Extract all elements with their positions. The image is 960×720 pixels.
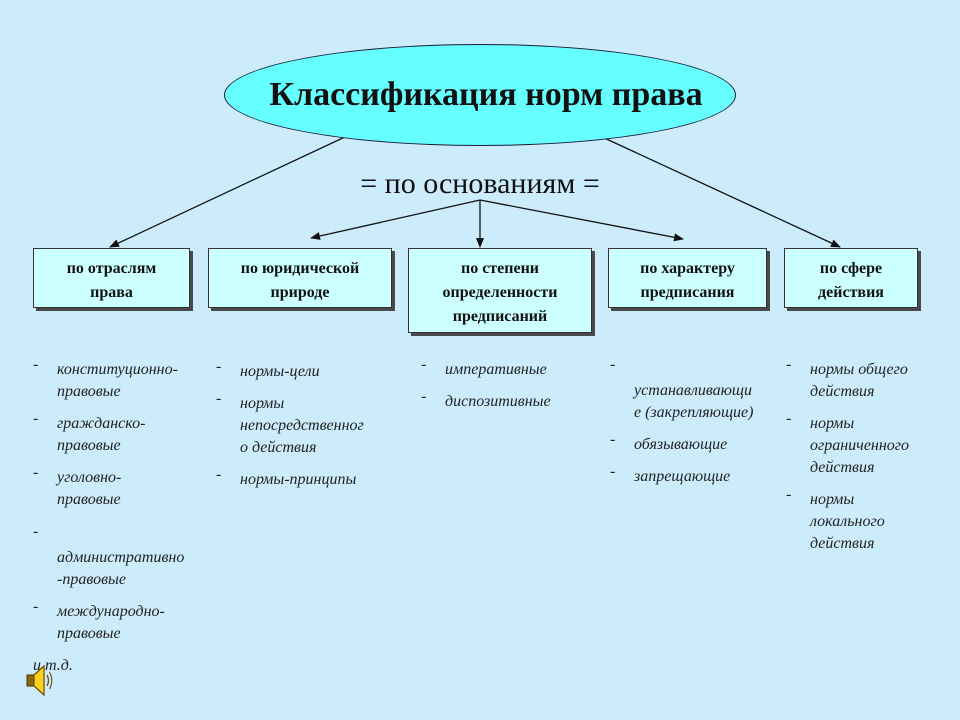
list-marker: - (786, 410, 792, 427)
list-marker: - (610, 463, 616, 480)
list-item: - обязывающие (610, 431, 753, 456)
list-marker: - (421, 356, 427, 373)
arrow-to-prescription-type (479, 199, 684, 242)
list-item: - запрещающие (610, 463, 753, 488)
category-label-line: по сфере (819, 260, 883, 277)
list-item: - гражданско- правовые (33, 410, 184, 457)
list-marker: - (216, 390, 222, 407)
list-item-line: нормы (810, 491, 855, 508)
list-item-line: действия (810, 383, 875, 400)
list-item-line: нормы общего (810, 361, 908, 378)
list-item: - нормы общего действия (786, 356, 909, 403)
list-item-line: обязывающие (634, 436, 728, 453)
list-item-line: нормы-принципы (240, 471, 357, 488)
list-marker: - (33, 410, 39, 427)
category-label-line: предписаний (452, 308, 548, 325)
list-item-line: нормы-цели (240, 363, 320, 380)
list-marker: - (610, 431, 616, 448)
list-item-line: нормы (810, 415, 855, 432)
subtitle: = по основаниям = (360, 167, 600, 200)
list-item-line: действия (810, 459, 875, 476)
list-marker: - (33, 464, 39, 481)
list-marker: - (216, 466, 222, 483)
category-label-line: определенности (442, 284, 558, 301)
list-marker: - (33, 356, 39, 373)
arrow-to-legal-nature (310, 199, 481, 240)
arrow-to-branches (109, 135, 348, 248)
list-item-line: правовые (57, 491, 121, 508)
list-marker: - (786, 356, 792, 373)
list-item: - конституционно- правовые (33, 356, 184, 403)
category-label-line: предписания (640, 284, 735, 301)
category-label-line: природе (270, 284, 330, 301)
list-item-line: ограниченного (810, 437, 910, 454)
list-scope: - нормы общего действия - нормы ограниче… (786, 356, 910, 565)
list-marker: - (33, 523, 39, 540)
list-prescription-type: - устанавливающи е (закрепляющие) - обяз… (610, 354, 754, 498)
list-item-line: е (закрепляющие) (634, 404, 754, 421)
list-item-line: -правовые (57, 571, 126, 588)
list-item-line: правовые (57, 383, 121, 400)
category-label-line: права (90, 284, 133, 301)
category-box-scope: по сфере действия (784, 248, 918, 308)
category-label-line: действия (818, 284, 884, 301)
list-item: - императивные (421, 356, 551, 381)
category-box-certainty: по степени определенности предписаний (408, 248, 592, 333)
list-marker: - (786, 486, 792, 503)
list-marker: - (33, 598, 39, 615)
list-marker: - (610, 356, 616, 373)
list-item-line: императивные (445, 361, 547, 378)
list-item-line: конституционно- (57, 361, 178, 378)
list-item-line: правовые (57, 437, 121, 454)
list-item-line: запрещающие (634, 468, 731, 485)
list-item-line: административно (57, 549, 185, 566)
list-item-line: международно- (57, 603, 165, 620)
category-box-prescription-type: по характеру предписания (608, 248, 767, 308)
speaker-icon[interactable] (24, 662, 54, 698)
list-item: - нормы непосредственног о действия (216, 390, 364, 459)
list-item: - устанавливающи е (закрепляющие) (610, 354, 754, 424)
list-item-line: нормы (240, 395, 285, 412)
category-label-line: по степени (460, 260, 540, 277)
list-item: - международно- правовые (33, 598, 184, 645)
list-item-line: действия (810, 535, 875, 552)
list-item: - нормы-цели (216, 358, 364, 383)
list-item: - административно -правовые (33, 521, 185, 591)
list-item: - уголовно- правовые (33, 464, 184, 511)
list-item-line: непосредственног (240, 417, 364, 434)
slide-title: Классификация норм права (269, 76, 703, 113)
list-item: - нормы-принципы (216, 466, 364, 491)
category-box-legal-nature: по юридической природе (208, 248, 392, 308)
list-item-line: диспозитивные (445, 393, 551, 410)
list-marker: - (421, 388, 427, 405)
list-branches: - конституционно- правовые - гражданско-… (33, 356, 185, 687)
list-item-line: уголовно- (57, 469, 122, 486)
category-box-branches: по отраслям права (33, 248, 190, 308)
list-item-line: гражданско- (57, 415, 146, 432)
list-legal-nature: - нормы-цели - нормы непосредственног о … (216, 358, 364, 501)
list-item-line: о действия (240, 439, 317, 456)
category-label-line: по характеру (640, 260, 735, 277)
list-item-etc: и т.д. (33, 655, 184, 677)
title-ellipse: Классификация норм права (224, 44, 736, 146)
list-marker: - (216, 358, 222, 375)
list-item: - диспозитивные (421, 388, 551, 413)
arrow-to-scope (599, 135, 841, 248)
list-item-line: правовые (57, 625, 121, 642)
list-item: - нормы локального действия (786, 486, 909, 555)
category-label-line: по отраслям (66, 260, 157, 277)
list-item: - нормы ограниченного действия (786, 410, 910, 479)
list-item-line: локального (810, 513, 885, 530)
list-certainty: - императивные - диспозитивные (421, 356, 551, 423)
category-label-line: по юридической (240, 260, 360, 277)
list-item-line: устанавливающи (634, 382, 753, 399)
list-item-line: и т.д. (33, 657, 73, 674)
